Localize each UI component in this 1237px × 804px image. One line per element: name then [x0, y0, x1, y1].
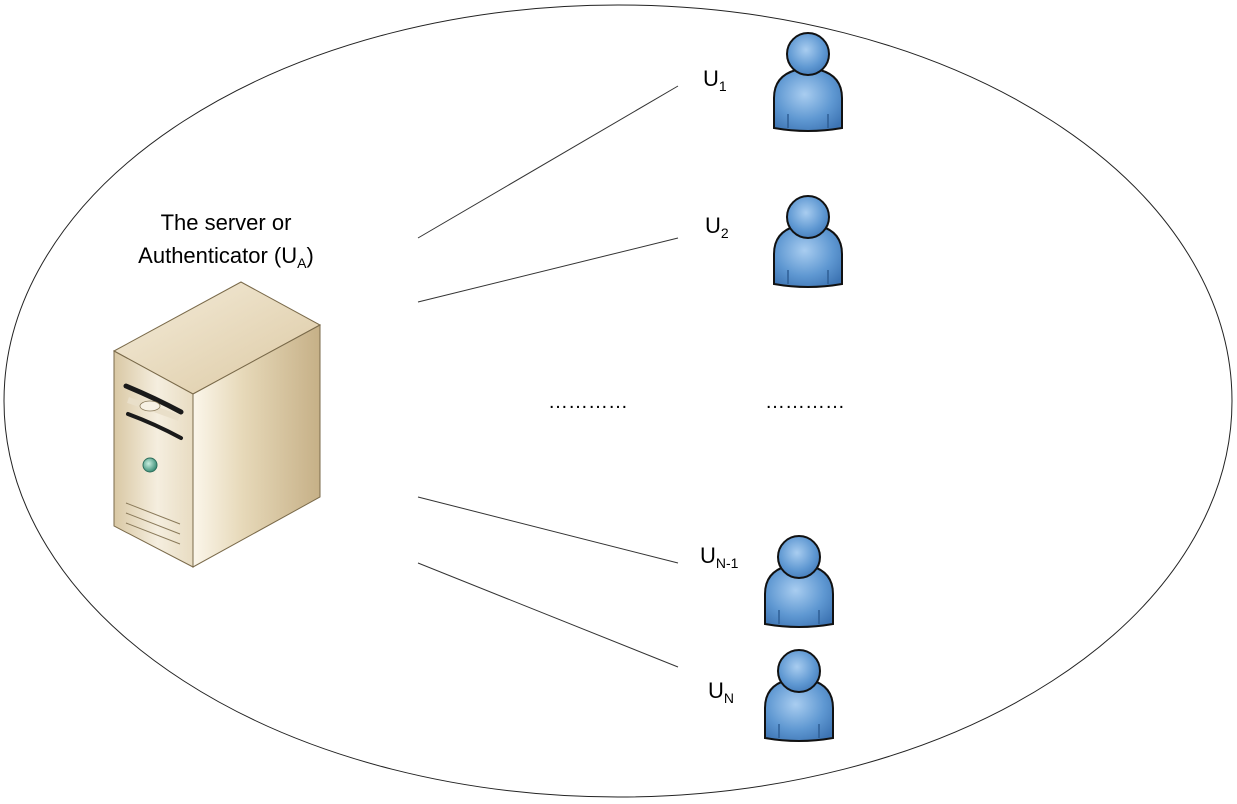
connection-line-u1 — [417, 85, 679, 239]
user-icon — [773, 32, 843, 132]
user-label-1: U1 — [703, 66, 727, 94]
user-icon — [773, 195, 843, 288]
user-label-n: UN — [708, 678, 734, 706]
server-subscript: A — [297, 255, 307, 271]
user-node-n: UN — [708, 649, 834, 742]
user-icon — [764, 649, 834, 742]
user-node-1: U1 — [703, 32, 843, 132]
user-node-2: U2 — [705, 195, 843, 288]
connection-line-un1 — [417, 496, 679, 564]
user-label-n-minus-1: UN-1 — [700, 543, 739, 571]
user-label-2: U2 — [705, 213, 729, 241]
user-icon — [764, 535, 834, 628]
ellipsis-right: ………… — [765, 391, 845, 413]
user-node-n-minus-1: UN-1 — [700, 535, 834, 628]
connection-lines — [417, 85, 679, 668]
connection-line-u2 — [417, 237, 679, 303]
server-title-line1: The server or — [161, 210, 292, 235]
ellipsis-left: ………… — [548, 391, 628, 413]
server-icon — [112, 281, 322, 568]
server-led-icon — [142, 457, 158, 473]
connection-line-un — [417, 562, 679, 668]
network-boundary-ellipse — [3, 4, 1233, 798]
server-title-line2: Authenticator (UA) — [138, 243, 314, 271]
